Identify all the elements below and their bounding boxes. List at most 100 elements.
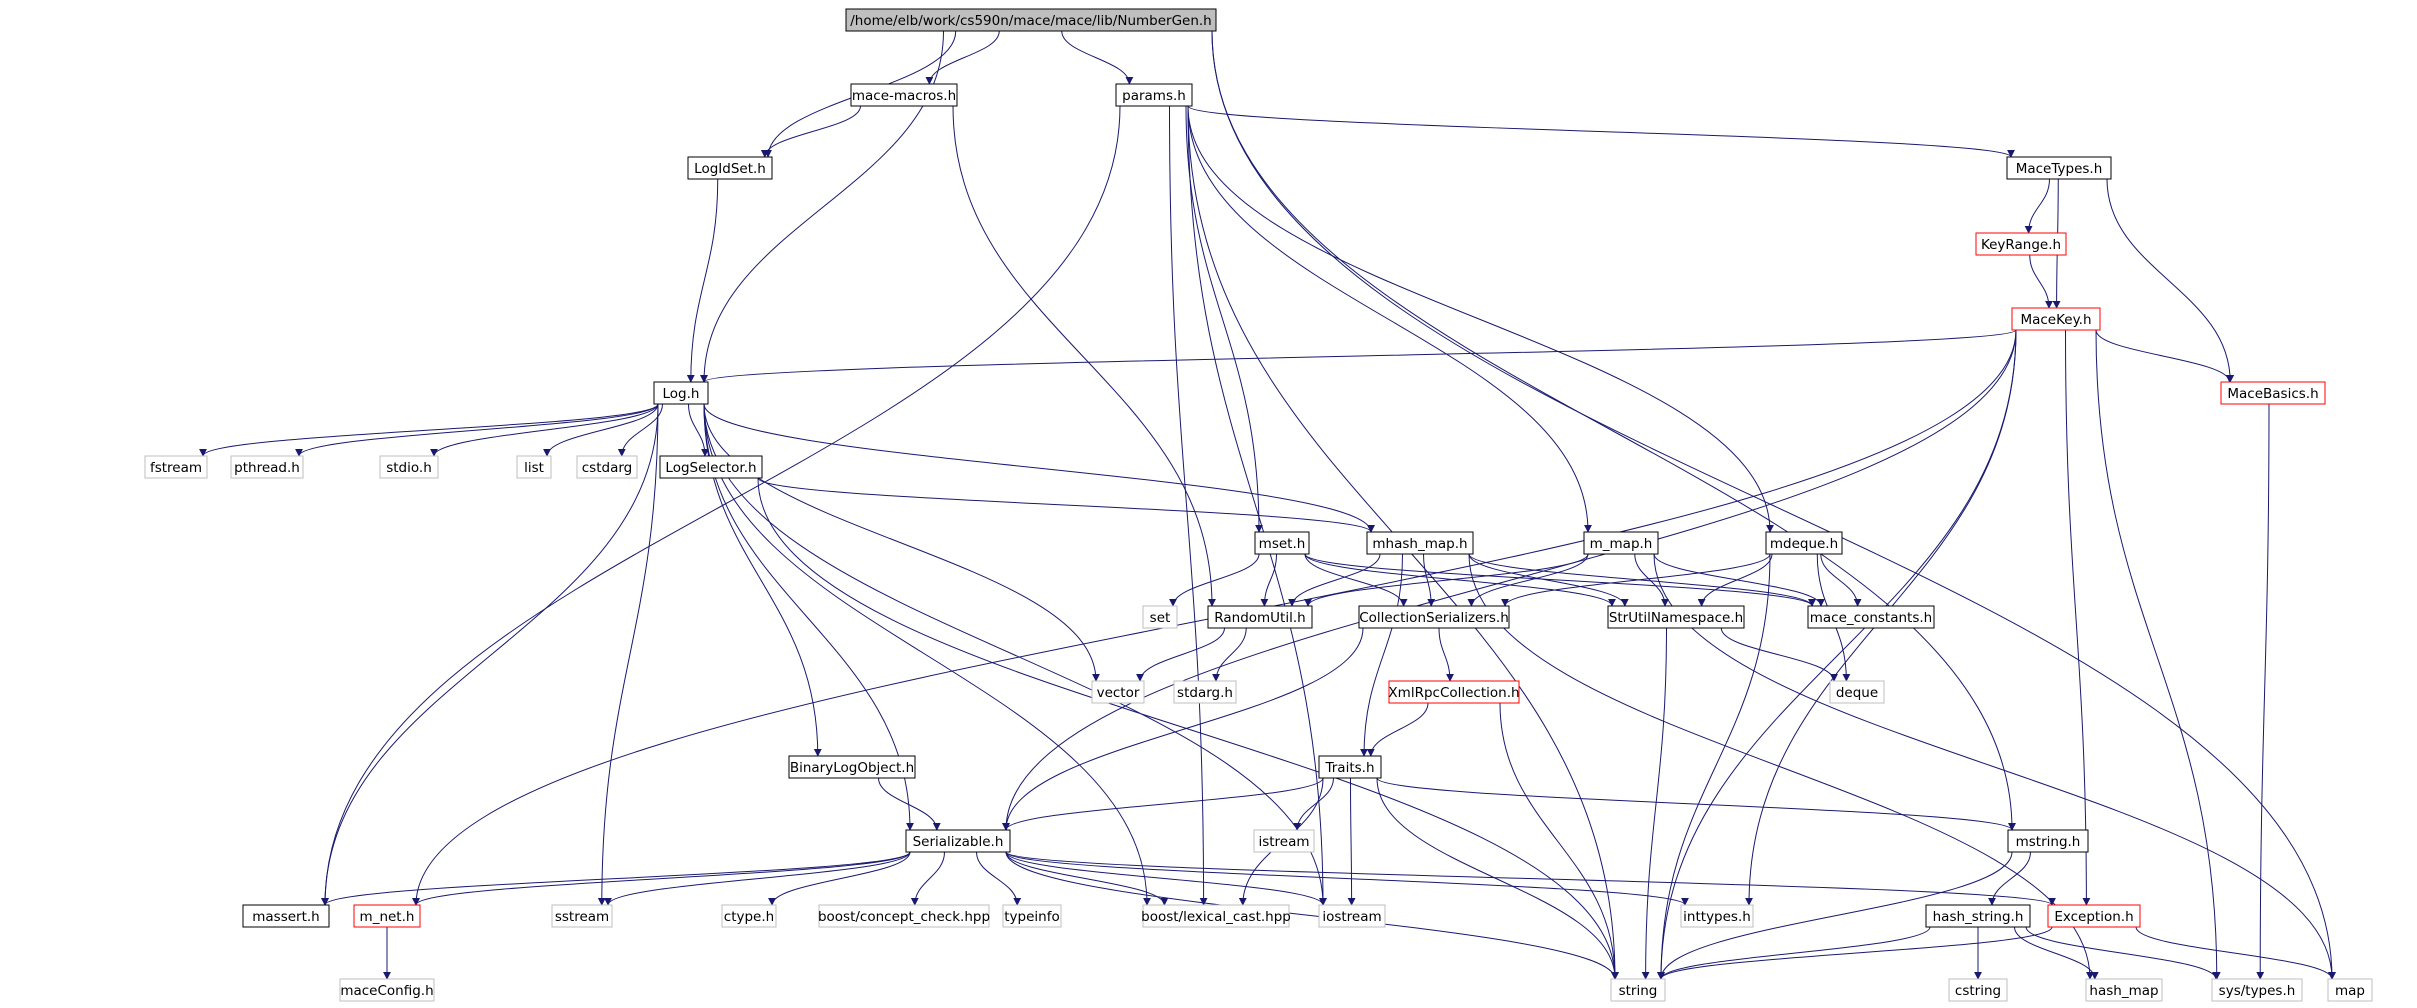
node-label-mhashmap: mhash_map.h	[1372, 536, 1467, 552]
node-collser[interactable]: CollectionSerializers.h	[1358, 605, 1510, 629]
edge-log-to-sstream	[597, 403, 659, 906]
node-label-maceconst: mace_constants.h	[1810, 610, 1932, 626]
edge-params-to-mmap	[1187, 105, 1592, 533]
node-macebasics[interactable]: MaceBasics.h	[2220, 381, 2326, 405]
node-label-istream: istream	[1258, 834, 1309, 850]
node-binlog[interactable]: BinaryLogObject.h	[788, 755, 916, 779]
node-label-mnet: m_net.h	[360, 909, 415, 925]
edge-log-to-massert	[321, 403, 659, 906]
edge-mset-to-strutil	[1304, 553, 1616, 607]
edge-params-to-macetypes	[1187, 105, 2015, 158]
edge-mmap-to-randomutil	[1304, 553, 1589, 607]
node-box-traits	[1318, 755, 1382, 779]
node-label-mstring: mstring.h	[2016, 834, 2081, 850]
edge-hashstring-to-string	[1657, 926, 1931, 980]
node-map: map	[2327, 978, 2373, 1002]
node-label-binlog: BinaryLogObject.h	[790, 760, 914, 776]
node-box-mstring	[2007, 829, 2089, 853]
node-label-sstream: sstream	[555, 909, 609, 925]
edge-traits-to-istream	[1293, 777, 1334, 831]
node-maceconst[interactable]: mace_constants.h	[1807, 605, 1935, 629]
node-label-params: params.h	[1122, 88, 1186, 104]
node-xmlrpc[interactable]: XmlRpcCollection.h	[1388, 680, 1520, 704]
node-logselector[interactable]: LogSelector.h	[659, 455, 763, 479]
edge-log-to-cstdarg	[617, 403, 663, 457]
edge-root-to-map	[1211, 30, 2336, 980]
node-label-strutil: StrUtilNamespace.h	[1609, 610, 1743, 626]
node-mmap[interactable]: m_map.h	[1583, 531, 1659, 555]
node-label-keyrange: KeyRange.h	[1981, 237, 2061, 253]
node-box-set	[1142, 605, 1178, 629]
node-box-randomutil	[1207, 605, 1313, 629]
edge-strutil-to-string	[1641, 627, 1667, 980]
edge-root-to-params	[1061, 30, 1134, 85]
node-sstream: sstream	[551, 904, 613, 928]
node-log[interactable]: Log.h	[653, 381, 709, 405]
node-hashstring[interactable]: hash_string.h	[1925, 904, 2031, 928]
node-label-typeinfo: typeinfo	[1004, 909, 1059, 925]
edge-exception-to-map	[2135, 926, 2336, 980]
node-serializable[interactable]: Serializable.h	[905, 829, 1011, 853]
edge-params-to-iostream	[1187, 105, 1327, 906]
node-label-conceptcheck: boost/concept_check.hpp	[818, 909, 990, 925]
node-mstring[interactable]: mstring.h	[2007, 829, 2089, 853]
edge-keyrange-to-macekey	[2029, 254, 2053, 309]
edge-traits-to-string	[1376, 777, 1619, 980]
node-box-macekey	[2011, 307, 2101, 331]
node-keyrange[interactable]: KeyRange.h	[1975, 232, 2067, 256]
edge-log-to-vector	[703, 403, 1100, 682]
node-label-macebasics: MaceBasics.h	[2227, 386, 2318, 402]
node-mdeque[interactable]: mdeque.h	[1765, 531, 1843, 555]
edge-mdeque-to-strutil	[1697, 553, 1773, 607]
node-macekey[interactable]: MaceKey.h	[2011, 307, 2101, 331]
node-label-pthread: pthread.h	[234, 460, 300, 476]
node-massert[interactable]: massert.h	[242, 904, 330, 928]
node-randomutil[interactable]: RandomUtil.h	[1207, 605, 1313, 629]
node-box-iostream	[1318, 904, 1386, 928]
node-traits[interactable]: Traits.h	[1318, 755, 1382, 779]
edge-mmap-to-strutil	[1634, 553, 1669, 607]
node-mhashmap[interactable]: mhash_map.h	[1366, 531, 1474, 555]
edge-macekey-to-exception	[2065, 329, 2091, 906]
node-macetypes[interactable]: MaceTypes.h	[2006, 156, 2112, 180]
node-label-macekey: MaceKey.h	[2020, 312, 2091, 328]
node-label-string: string	[1619, 983, 1658, 999]
edge-exception-to-string	[1657, 926, 2053, 980]
edge-macebasics-to-systypes	[2256, 403, 2270, 980]
edge-log-to-iostream	[703, 403, 1327, 906]
node-box-macebasics	[2220, 381, 2326, 405]
edge-hashstring-to-hashmap	[2014, 926, 2099, 980]
edge-xmlrpc-to-traits	[1366, 702, 1429, 757]
edge-xmlrpc-to-string	[1499, 702, 1619, 980]
node-params[interactable]: params.h	[1115, 83, 1193, 107]
node-box-root	[845, 8, 1217, 32]
node-logidset[interactable]: LogIdSet.h	[687, 156, 773, 180]
node-strutil[interactable]: StrUtilNamespace.h	[1607, 605, 1745, 629]
node-label-lexicalcast: boost/lexical_cast.hpp	[1141, 909, 1291, 925]
node-box-stdargh	[1173, 680, 1237, 704]
node-label-xmlrpc: XmlRpcCollection.h	[1388, 685, 1519, 701]
node-macemacros[interactable]: mace-macros.h	[850, 83, 958, 107]
node-root[interactable]: /home/elb/work/cs590n/mace/mace/lib/Numb…	[845, 8, 1217, 32]
edge-serializable-to-conceptcheck	[910, 851, 945, 906]
node-list: list	[516, 455, 552, 479]
node-box-logidset	[687, 156, 773, 180]
node-box-logselector	[659, 455, 763, 479]
node-label-hashstring: hash_string.h	[1933, 909, 2024, 925]
node-label-macetypes: MaceTypes.h	[2016, 161, 2103, 177]
edge-mhashmap-to-randomutil	[1288, 553, 1381, 607]
node-box-macetypes	[2006, 156, 2112, 180]
node-mset[interactable]: mset.h	[1254, 531, 1310, 555]
node-label-collser: CollectionSerializers.h	[1359, 610, 1509, 626]
node-box-exception	[2047, 904, 2141, 928]
node-label-cstdarg: cstdarg	[582, 460, 632, 476]
edge-serializable-to-string	[1005, 851, 1619, 980]
node-vector: vector	[1091, 680, 1145, 704]
node-box-collser	[1358, 605, 1510, 629]
node-label-stdio: stdio.h	[386, 460, 432, 476]
node-label-exception: Exception.h	[2054, 909, 2133, 925]
node-exception[interactable]: Exception.h	[2047, 904, 2141, 928]
node-label-root: /home/elb/work/cs590n/mace/mace/lib/Numb…	[850, 13, 1212, 29]
edge-traits-to-iostream	[1347, 777, 1356, 906]
node-mnet[interactable]: m_net.h	[353, 904, 421, 928]
